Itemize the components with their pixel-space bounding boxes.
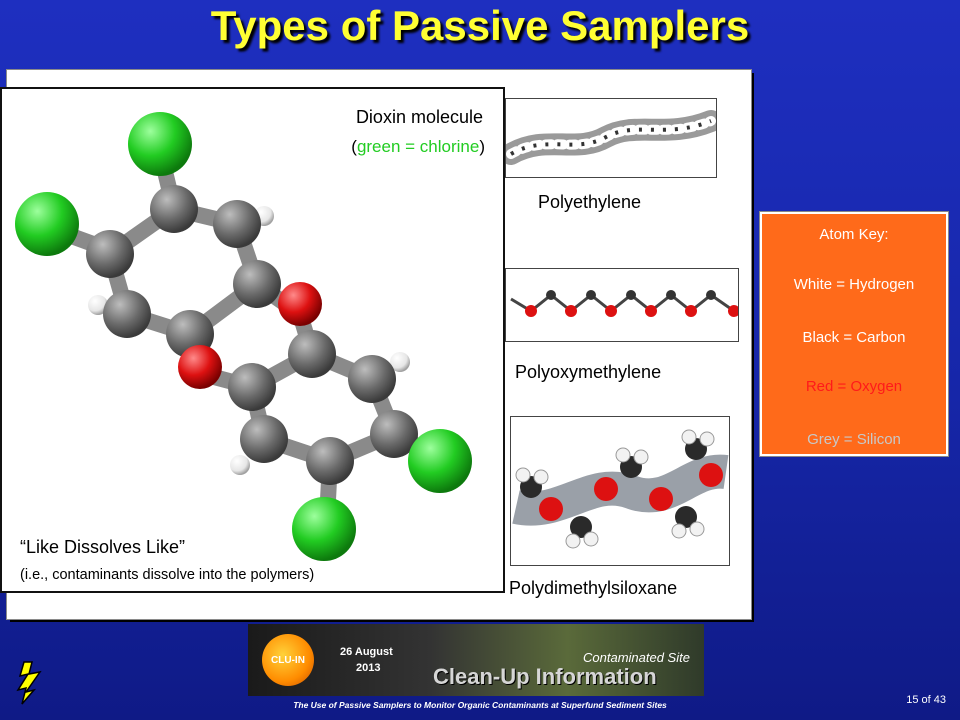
atom-key-silicon: Grey = Silicon [807,431,901,448]
atom-key-oxygen: Red = Oxygen [805,378,903,395]
dioxin-subtitle: (green = chlorine) [351,137,485,156]
atom-key-box: Atom Key: White = Hydrogen Black = Carbo… [759,211,949,457]
dioxin-box: Dioxin molecule (green = chlorine) “Like… [0,87,505,593]
page-number: 15 of 43 [906,694,946,706]
clu-in-banner: CLU-IN 26 August 2013 Contaminated Site … [248,624,704,696]
banner-date-line1: 26 August [340,646,393,658]
polydimethylsiloxane-label: Polydimethylsiloxane [509,578,678,598]
polyoxymethylene-label: Polyoxymethylene [515,362,662,382]
polyoxymethylene-image [505,268,740,342]
page-title: Types of Passive Samplers [210,2,750,49]
atom-key-hydrogen: White = Hydrogen [793,276,915,293]
footer-text: The Use of Passive Samplers to Monitor O… [293,700,667,710]
dioxin-molecule-image [15,112,472,561]
banner-date-line2: 2013 [356,662,381,674]
polyethylene-image [500,98,722,178]
atom-key-carbon: Black = Carbon [802,329,906,346]
lightning-bolt-icon[interactable] [14,660,54,706]
clu-in-logo-text: CLU-IN [271,654,305,666]
dioxin-title: Dioxin molecule [355,107,483,127]
atom-key-heading: Atom Key: [819,226,889,243]
like-dissolves-like-subcaption: (i.e., contaminants dissolve into the po… [20,567,315,583]
polyethylene-label: Polyethylene [538,192,642,212]
banner-main-title: Clean-Up Information [433,664,657,689]
clu-in-logo: CLU-IN [262,634,314,686]
banner-subtitle: Contaminated Site [583,650,690,665]
polydimethylsiloxane-image [510,416,730,566]
like-dissolves-like-caption: “Like Dissolves Like” [20,537,186,557]
